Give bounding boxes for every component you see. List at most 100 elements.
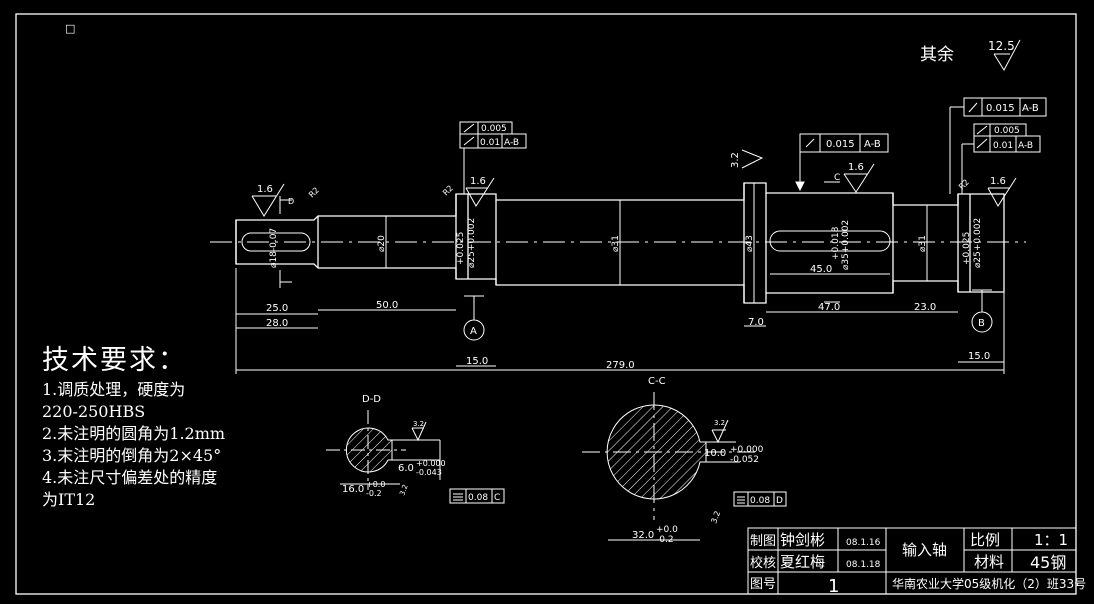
requirement-line: 3.末注明的倒角为2×45° <box>42 446 222 465</box>
section-mark-d: D <box>279 196 294 288</box>
roughness-rest-symbol: 12.5 <box>988 39 1021 71</box>
section-cc: C-C 3.2 10.0 +0.000 -0.052 32.0 +0.0 -0.… <box>582 376 787 545</box>
svg-text:+0.0: +0.0 <box>656 525 678 535</box>
datum-a: A <box>463 295 485 341</box>
requirements-title: 技术要求： <box>42 345 187 376</box>
svg-text:3.2: 3.2 <box>714 419 725 427</box>
requirement-line: 220-250HBS <box>42 402 146 421</box>
svg-text:C-C: C-C <box>648 376 666 387</box>
dim-d43: ⌀43 <box>745 235 755 252</box>
dim-tol-left: +0.025 <box>456 232 466 265</box>
svg-text:3.2: 3.2 <box>413 420 424 428</box>
svg-text:C: C <box>494 493 500 503</box>
title-block <box>747 527 1077 595</box>
dim-279: 279.0 <box>606 360 635 371</box>
dim-47: 47.0 <box>818 302 840 313</box>
svg-text:A-B: A-B <box>504 138 519 148</box>
technical-requirements: 技术要求： 1.调质处理，硬度为 220-250HBS 2.未注明的圆角为1.2… <box>42 338 225 511</box>
section-dd: D-D 3.2 6.0 +0.000 -0.043 16.0 +0.0 -0.2… <box>326 394 505 504</box>
tb-check-label: 校核 <box>750 555 776 571</box>
gtol-left: 0.005 0.01 A-B <box>459 121 527 194</box>
svg-text:1.6: 1.6 <box>848 162 864 173</box>
dim-50: 50.0 <box>376 300 398 311</box>
tb-drawing-no-value: 1 <box>828 576 839 597</box>
tb-draw-label: 制图 <box>750 534 776 549</box>
dim-28: 28.0 <box>266 318 288 329</box>
dim-d25-left: ⌀25+0.002 <box>467 218 477 268</box>
drawing-border <box>15 13 1077 595</box>
svg-text:0.015: 0.015 <box>986 103 1015 114</box>
fillet-r-left2: R2 <box>441 184 455 198</box>
tb-part-name: 输入轴 <box>902 541 947 559</box>
svg-text:1.6: 1.6 <box>257 184 273 195</box>
svg-text:16.0: 16.0 <box>342 484 364 495</box>
svg-text:3.2: 3.2 <box>398 483 409 496</box>
svg-text:1.6: 1.6 <box>470 176 486 187</box>
roughness-rest-label: 其余 <box>920 45 954 65</box>
shaft-outline <box>235 182 1005 304</box>
svg-text:-0.052: -0.052 <box>730 455 759 465</box>
roughness-symbol-1: 1.6 <box>251 183 285 217</box>
svg-text:12.5: 12.5 <box>988 39 1015 53</box>
tb-school: 华南农业大学05级机化（2）班33号 <box>892 576 1086 591</box>
dim-d35: ⌀35+0.002 <box>841 220 851 270</box>
svg-text:-0.2: -0.2 <box>366 489 382 498</box>
datum-b: B <box>971 289 993 333</box>
svg-text:0.005: 0.005 <box>994 126 1020 136</box>
keyway-right <box>769 230 891 252</box>
svg-text:-0.2: -0.2 <box>656 535 674 545</box>
dim-15a: 15.0 <box>466 356 488 367</box>
roughness-symbol-5: 1.6 <box>987 176 1017 207</box>
section-mark-c: C <box>824 173 840 303</box>
keyway-left <box>241 232 311 252</box>
svg-text:0.01: 0.01 <box>480 138 500 148</box>
svg-text:+0.0: +0.0 <box>366 480 385 489</box>
horizontal-dims <box>235 268 1005 374</box>
svg-text:A: A <box>470 326 477 337</box>
gtol-mid: 0.015 A-B <box>795 133 889 192</box>
title-block-text: 制图 钟剑彬 08.1.16 校核 夏红梅 08.1.18 输入轴 比例 1：1… <box>750 531 1086 597</box>
svg-text:C: C <box>834 173 840 183</box>
svg-text:D: D <box>776 496 783 506</box>
dim-23: 23.0 <box>914 302 936 313</box>
gtol-right-top: 0.015 A-B <box>949 97 1047 194</box>
dim-25: 25.0 <box>266 303 288 314</box>
svg-text:0.01: 0.01 <box>993 141 1013 151</box>
svg-text:A-B: A-B <box>864 139 881 150</box>
svg-text:10.0: 10.0 <box>704 448 726 459</box>
dim-d20: ⌀20 <box>377 235 387 252</box>
dim-d18: ⌀18-0.07 <box>269 228 279 268</box>
svg-text:0.015: 0.015 <box>826 139 855 150</box>
dim-d25-right: ⌀25+0.002 <box>973 218 983 268</box>
requirement-line: 2.未注明的圆角为1.2mm <box>42 424 226 443</box>
fillet-r-left: R2 <box>307 186 321 200</box>
svg-text:1.6: 1.6 <box>990 176 1006 187</box>
requirement-line: 为IT12 <box>42 490 96 509</box>
requirement-line: 4.未注尺寸偏差处的精度 <box>42 468 218 487</box>
svg-text:A-B: A-B <box>1018 141 1033 151</box>
dim-tol-35: +0.018 <box>831 226 841 260</box>
dim-d31-mid: ⌀31 <box>611 235 621 252</box>
svg-text:+0.000: +0.000 <box>730 445 764 455</box>
diameter-dims: ⌀18-0.07 ⌀20 ⌀25+0.002 +0.025 ⌀31 ⌀43 ⌀3… <box>269 218 983 270</box>
svg-text:3.2: 3.2 <box>730 152 741 168</box>
gtol-right: 0.005 0.01 A-B <box>961 123 1041 194</box>
dim-tol-right: +0.025 <box>962 232 972 265</box>
diameter-dim-lines <box>385 183 928 303</box>
tb-check-date: 08.1.18 <box>846 560 881 570</box>
tb-drawing-no-label: 图号 <box>750 577 776 592</box>
tb-scale-label: 比例 <box>970 531 1000 549</box>
tb-draw-date: 08.1.16 <box>846 538 881 548</box>
dim-d31-right: ⌀31 <box>918 235 928 252</box>
roughness-symbol-4: 1.6 <box>843 162 875 193</box>
dim-45: 45.0 <box>810 264 832 275</box>
svg-text:-0.043: -0.043 <box>416 468 442 477</box>
roughness-symbol-3: 3.2 <box>730 149 764 169</box>
svg-text:0.08: 0.08 <box>468 493 488 503</box>
fillet-r-right: R2 <box>957 178 971 192</box>
tb-material-label: 材料 <box>974 553 1004 571</box>
dim-7: 7.0 <box>748 317 764 328</box>
svg-text:A-B: A-B <box>1022 103 1039 114</box>
svg-text:6.0: 6.0 <box>398 463 414 474</box>
